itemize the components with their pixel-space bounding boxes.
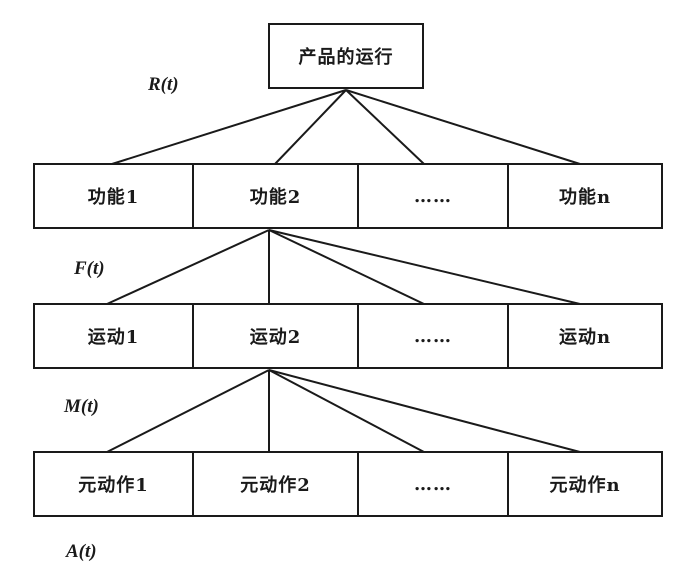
- motion-level-row: 运动1 运动2 …… 运动n: [33, 303, 663, 369]
- node-meta-action-2: 元动作2: [192, 453, 357, 515]
- function-level-row: 功能1 功能2 …… 功能n: [33, 163, 663, 229]
- node-function-n: 功能n: [507, 165, 661, 227]
- connector-func2-motion3: [268, 229, 425, 305]
- connector-motion2-action4: [268, 369, 581, 453]
- level-tag-rt: R(t): [148, 74, 179, 95]
- root-node-product-operation: 产品的运行: [268, 23, 424, 89]
- node-function-dots: ……: [357, 165, 507, 227]
- connector-root-func3: [345, 89, 425, 165]
- node-meta-action-n: 元动作n: [507, 453, 661, 515]
- level-tag-ft: F(t): [74, 258, 105, 279]
- connector-motion2-action3: [268, 369, 425, 453]
- meta-action-level-row: 元动作1 元动作2 …… 元动作n: [33, 451, 663, 517]
- connector-func2-motion1: [106, 229, 270, 305]
- level-tag-mt: M(t): [64, 396, 99, 417]
- root-node-label: 产品的运行: [298, 47, 394, 68]
- level-tag-at: A(t): [66, 541, 97, 562]
- node-motion-1: 运动1: [87, 327, 140, 348]
- connector-root-func2: [274, 89, 347, 165]
- connector-motion2-action1: [106, 369, 270, 453]
- connector-root-func1: [111, 89, 347, 165]
- node-meta-action-dots: ……: [357, 453, 507, 515]
- connector-root-func4: [345, 89, 581, 165]
- node-motion-dots: ……: [357, 305, 507, 367]
- node-motion-n: 运动n: [507, 305, 661, 367]
- node-function-2: 功能2: [192, 165, 357, 227]
- node-function-1: 功能1: [87, 187, 140, 208]
- connector-func2-motion4: [268, 229, 581, 305]
- node-motion-2: 运动2: [192, 305, 357, 367]
- node-meta-action-1: 元动作1: [78, 475, 149, 496]
